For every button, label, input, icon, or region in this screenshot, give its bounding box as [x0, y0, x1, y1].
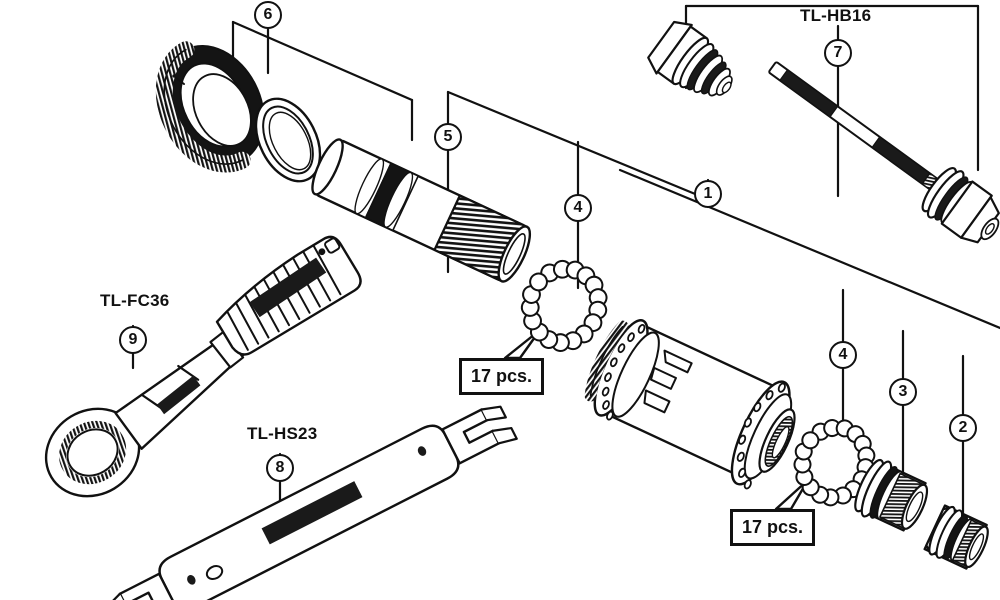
- tool-label-tl-fc36: TL-FC36: [100, 291, 170, 310]
- callout-bubble-4-lower[interactable]: 4: [829, 341, 857, 369]
- tool-label-tl-hs23: TL-HS23: [247, 424, 318, 443]
- callout-bubble-4-upper[interactable]: 4: [564, 194, 592, 222]
- part-spindle: [311, 138, 532, 283]
- tool-label-tl-hb16: TL-HB16: [800, 6, 872, 25]
- quantity-label-upper: 17 pcs.: [459, 358, 545, 395]
- part-lock-nut: [923, 504, 989, 570]
- callout-bubble-8[interactable]: 8: [266, 454, 294, 482]
- part-lock-ring: [155, 41, 265, 173]
- tool-tl-hs23: [105, 405, 518, 600]
- part-hub-shell: [584, 319, 796, 490]
- callout-bubble-1[interactable]: 1: [694, 180, 722, 208]
- part-washer-ring: [254, 97, 322, 183]
- tool-tl-fc36: [44, 235, 362, 498]
- part-ball-ring-upper: [520, 259, 608, 353]
- tool-tl-hb16: [647, 20, 1000, 244]
- callout-bubble-2[interactable]: 2: [949, 414, 977, 442]
- callout-bubble-3[interactable]: 3: [889, 378, 917, 406]
- callout-bubble-6[interactable]: 6: [254, 1, 282, 29]
- callout-bubble-5[interactable]: 5: [434, 123, 462, 151]
- quantity-pointers: [503, 328, 810, 511]
- part-cone-cup: [854, 458, 929, 532]
- callout-bubble-9[interactable]: 9: [119, 326, 147, 354]
- callout-bubble-7[interactable]: 7: [824, 39, 852, 67]
- quantity-label-lower: 17 pcs.: [730, 509, 816, 546]
